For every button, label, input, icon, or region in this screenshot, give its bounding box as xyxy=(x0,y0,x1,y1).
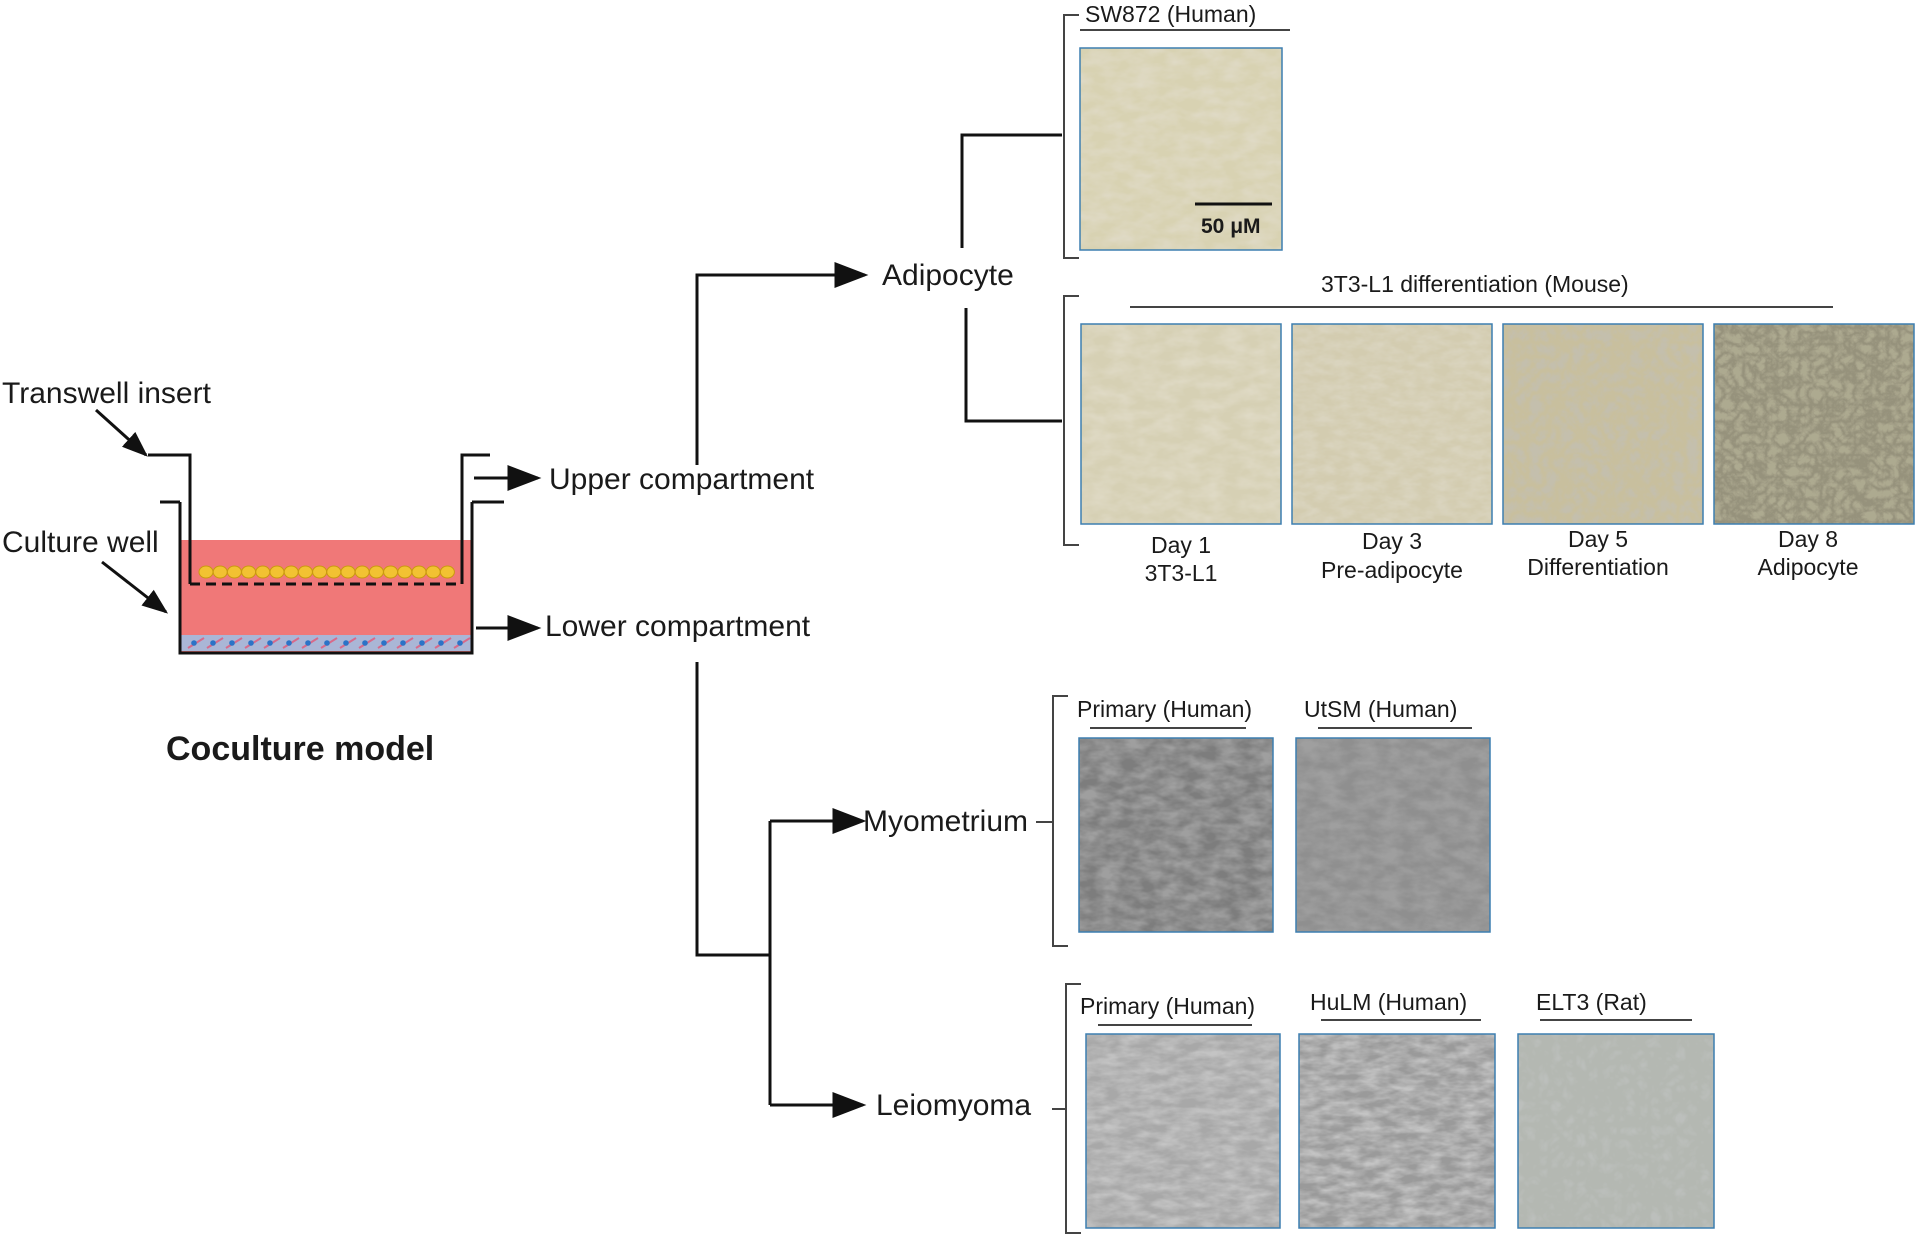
leiomyoma-elt3-micrograph xyxy=(1517,1033,1715,1229)
transwell-insert-label: Transwell insert xyxy=(2,377,212,410)
adipocyte-cell-glyph xyxy=(198,565,214,579)
sw872-bracket xyxy=(1063,14,1079,259)
cell-nucleus-glyph xyxy=(324,640,330,646)
myometrium-primary-label: Primary (Human) xyxy=(1077,696,1252,722)
adipocyte-cell-glyph xyxy=(226,565,242,579)
upper-cells xyxy=(198,565,455,579)
coculture-model-title: Coculture model xyxy=(166,730,434,768)
leiomyoma-primary-label: Primary (Human) xyxy=(1080,993,1255,1019)
adipocyte-cell-glyph xyxy=(368,565,384,579)
leiomyoma-label: Leiomyoma xyxy=(876,1089,1031,1122)
cell-nucleus-glyph xyxy=(343,640,349,646)
sw872-label: SW872 (Human) xyxy=(1085,1,1256,27)
adipocyte-to-3t3-connector xyxy=(964,308,1062,423)
cell-nucleus-glyph xyxy=(267,640,273,646)
lower-compartment-label: Lower compartment xyxy=(545,610,811,643)
myometrium-primary-micrograph xyxy=(1078,737,1274,933)
cell-nucleus-glyph xyxy=(400,640,406,646)
transwell-insert xyxy=(148,453,490,584)
tree-connectors xyxy=(695,262,869,1118)
day-captions: Day 1 3T3-L1 Day 3 Pre-adipocyte Day 5 D… xyxy=(1145,526,1859,586)
well-pointer-arrow xyxy=(101,560,169,614)
culture-medium xyxy=(180,540,472,653)
adipocyte-cell-glyph xyxy=(411,565,427,579)
cell-nucleus-glyph xyxy=(191,640,197,646)
leiomyoma-primary-micrograph xyxy=(1085,1033,1281,1229)
differentiation-title: 3T3-L1 differentiation (Mouse) xyxy=(1321,271,1629,297)
day5-caption: Day 5 xyxy=(1568,526,1628,552)
cell-nucleus-glyph xyxy=(305,640,311,646)
adipocyte-branch: Adipocyte SW872 (Human) 50 μM 3T3-L1 dif… xyxy=(882,1,1915,586)
leiomyoma-branch: Leiomyoma Primary (Human) HuLM (Human) E… xyxy=(876,983,1715,1234)
adipocyte-cell-glyph xyxy=(269,565,285,579)
day1-caption: Day 1 xyxy=(1151,532,1211,558)
adipocyte-cell-glyph xyxy=(340,565,356,579)
adipocyte-to-sw872-connector xyxy=(960,133,1062,248)
leiomyoma-bracket xyxy=(1065,983,1081,1234)
cell-nucleus-glyph xyxy=(419,640,425,646)
cell-nucleus-glyph xyxy=(381,640,387,646)
culture-well xyxy=(178,502,474,655)
adipocyte-cell-glyph xyxy=(397,565,413,579)
adipocyte-cell-glyph xyxy=(439,565,455,579)
cell-nucleus-glyph xyxy=(210,640,216,646)
lower-cells xyxy=(187,637,471,649)
cell-nucleus-glyph xyxy=(438,640,444,646)
culture-well-label: Culture well xyxy=(2,526,159,559)
day8-subcaption: Adipocyte xyxy=(1757,554,1858,580)
cell-nucleus-glyph xyxy=(248,640,254,646)
day8-caption: Day 8 xyxy=(1778,526,1838,552)
day8-micrograph xyxy=(1713,323,1915,525)
transwell-pointer-arrow xyxy=(94,408,148,457)
myometrium-utsm-label: UtSM (Human) xyxy=(1304,696,1457,722)
myometrium-label: Myometrium xyxy=(863,805,1028,838)
adipocyte-cell-glyph xyxy=(354,565,370,579)
adipocyte-label: Adipocyte xyxy=(882,259,1014,292)
lower-branch-connector xyxy=(695,662,772,1105)
adipocyte-cell-glyph xyxy=(425,565,441,579)
cell-nucleus-glyph xyxy=(362,640,368,646)
cell-nucleus-glyph xyxy=(229,640,235,646)
cell-nucleus-glyph xyxy=(457,640,463,646)
upper-compartment-label: Upper compartment xyxy=(549,463,815,496)
coculture-model: Transwell insert Culture well Upper comp… xyxy=(2,377,815,768)
differentiation-bracket xyxy=(1063,295,1079,546)
adipocyte-cell-glyph xyxy=(326,565,342,579)
adipocyte-cell-glyph xyxy=(283,565,299,579)
leiomyoma-hulm-micrograph xyxy=(1298,1033,1496,1229)
day3-micrograph xyxy=(1291,323,1493,525)
scale-bar-label: 50 μM xyxy=(1201,215,1261,238)
adipocyte-cell-glyph xyxy=(255,565,271,579)
day5-subcaption: Differentiation xyxy=(1527,554,1669,580)
adipocyte-cell-glyph xyxy=(241,565,257,579)
day5-micrograph xyxy=(1502,323,1704,525)
myometrium-branch: Myometrium Primary (Human) UtSM (Human) xyxy=(863,695,1491,947)
cell-nucleus-glyph xyxy=(286,640,292,646)
myometrium-utsm-micrograph xyxy=(1295,737,1491,933)
day1-micrograph xyxy=(1080,323,1282,525)
leiomyoma-hulm-label: HuLM (Human) xyxy=(1310,989,1467,1015)
day3-subcaption: Pre-adipocyte xyxy=(1321,557,1463,583)
myometrium-bracket xyxy=(1052,695,1068,947)
adipocyte-cell-glyph xyxy=(312,565,328,579)
adipocyte-cell-glyph xyxy=(212,565,228,579)
upper-to-adipocyte-connector xyxy=(695,262,869,465)
sw872-micrograph: 50 μM xyxy=(1079,47,1283,251)
adipocyte-cell-glyph xyxy=(297,565,313,579)
leiomyoma-elt3-label: ELT3 (Rat) xyxy=(1536,989,1647,1015)
day1-subcaption: 3T3-L1 xyxy=(1145,560,1218,586)
day3-caption: Day 3 xyxy=(1362,528,1422,554)
adipocyte-cell-glyph xyxy=(383,565,399,579)
